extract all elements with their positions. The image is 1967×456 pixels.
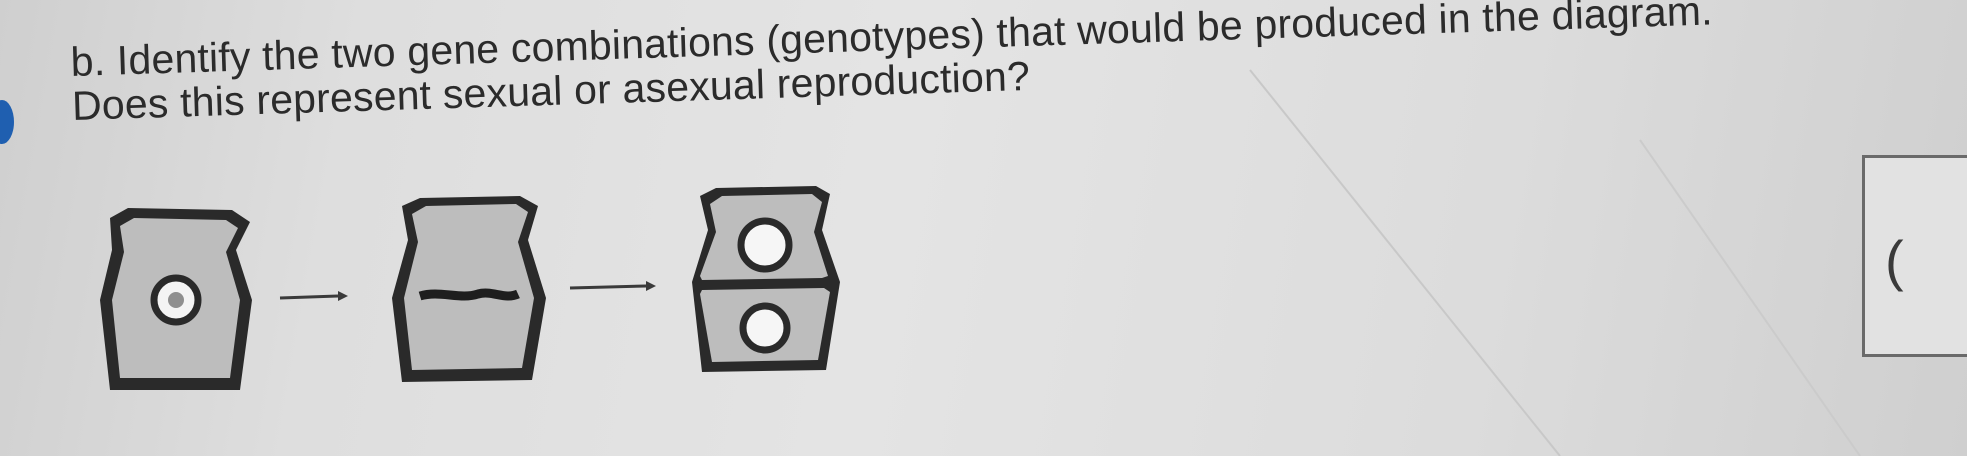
metaphase-plate [418, 288, 520, 301]
answer-box[interactable] [1862, 155, 1967, 357]
arrow-2 [569, 281, 656, 291]
arrow-1 [279, 291, 348, 301]
dividing-cell [392, 196, 546, 382]
daughter-nucleus-top [737, 217, 793, 273]
parent-cell [100, 208, 252, 390]
daughter-nucleus-bottom [739, 302, 791, 354]
daughter-cells [692, 186, 840, 372]
margin-marker [0, 100, 14, 144]
answer-box-text: ( [1885, 229, 1904, 292]
